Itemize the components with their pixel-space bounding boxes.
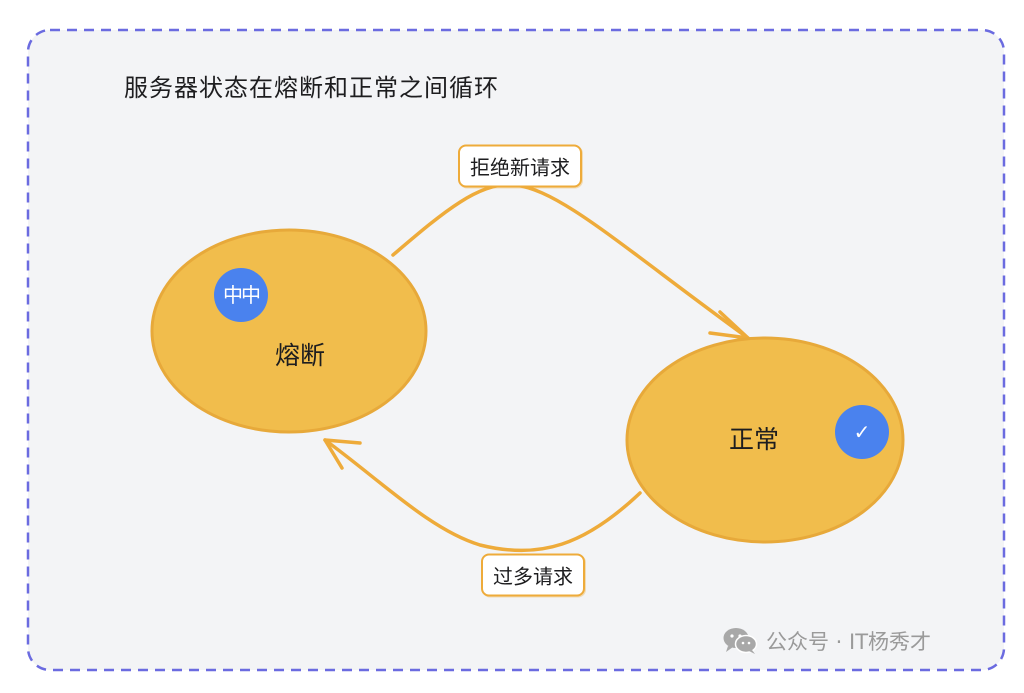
fuse-icon: 中中 <box>214 268 268 322</box>
arrowhead-to-fuse <box>323 438 362 470</box>
node-normal-label: 正常 <box>728 425 780 454</box>
watermark-text: 公众号 · IT杨秀才 <box>766 630 932 654</box>
node-normal-ellipse <box>625 336 905 544</box>
wechat-icon <box>723 628 758 654</box>
edge-label-too-many: 过多请求 <box>481 553 585 597</box>
edge-normal-to-fuse <box>323 438 642 553</box>
node-fuse-ellipse <box>150 228 428 434</box>
watermark: 公众号 · IT杨秀才 <box>722 626 931 656</box>
diagram-title: 服务器状态在熔断和正常之间循环 <box>124 74 499 102</box>
node-fuse-label: 熔断 <box>274 341 326 370</box>
edge-label-reject: 拒绝新请求 <box>458 144 582 188</box>
checkmark-icon: ✓ <box>835 405 889 459</box>
